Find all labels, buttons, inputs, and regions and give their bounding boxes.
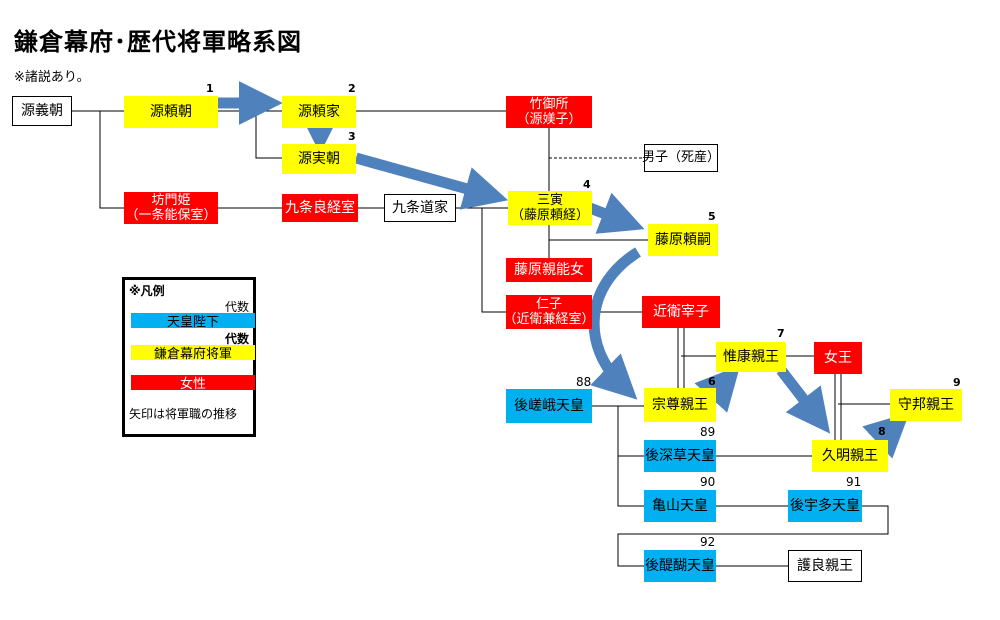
node-kujo-yoshitsune: 九条良経室 <box>282 194 358 222</box>
gen-number-3: 3 <box>348 130 356 143</box>
node-jinshi: 仁子 （近衛兼経室） <box>503 295 595 329</box>
node-mitora: 三寅 （藤原頼経） <box>508 191 592 225</box>
node-koreyasu: 惟康親王 <box>716 342 786 372</box>
legend-heading: ※凡例 <box>129 284 165 298</box>
gen-number-1: 1 <box>206 82 214 95</box>
node-go-fukakusa: 後深草天皇 <box>644 440 716 472</box>
node-take-gosho: 竹御所 （源媄子） <box>506 96 592 128</box>
gen-number-6: 6 <box>708 375 716 388</box>
emperor-number-90: 90 <box>700 475 716 489</box>
node-jinshi-line1: 仁子 <box>535 297 562 312</box>
node-jinshi-line2: （近衛兼経室） <box>503 312 595 327</box>
node-go-uda: 後宇多天皇 <box>788 490 862 522</box>
legend-shogun-swatch: 鎌倉幕府将軍 <box>131 345 255 362</box>
node-bomon-line1: 坊門姫 <box>151 193 191 208</box>
gen-number-4: 4 <box>583 178 591 191</box>
node-go-daigo: 後醍醐天皇 <box>644 550 716 582</box>
gen-number-5: 5 <box>708 210 716 223</box>
legend-arrow-note: 矢印は将軍職の推移 <box>129 407 238 421</box>
node-mitora-line2: （藤原頼経） <box>510 208 589 223</box>
node-sanetomo: 源実朝 <box>282 144 356 174</box>
node-moriyoshi: 護良親王 <box>788 550 862 582</box>
node-go-saga: 後嵯峨天皇 <box>506 389 592 423</box>
emperor-number-89: 89 <box>700 425 716 439</box>
gen-number-7: 7 <box>777 327 785 340</box>
gen-number-8: 8 <box>878 425 886 438</box>
legend-emperor-swatch: 天皇陛下 <box>131 313 255 330</box>
node-danshi: 男子（死産） <box>642 144 720 172</box>
node-morikuni: 守邦親王 <box>890 389 962 421</box>
legend-dai-label-2: 代数 <box>224 332 249 346</box>
node-yoshitomo: 源義朝 <box>12 96 72 126</box>
node-mitora-line1: 三寅 <box>536 193 563 208</box>
node-kujo-michiie: 九条道家 <box>384 194 456 222</box>
node-kameyama: 亀山天皇 <box>644 490 716 522</box>
legend-box: ※凡例 代数 天皇陛下 代数 鎌倉幕府将軍 女性 矢印は将軍職の推移 <box>122 277 256 437</box>
node-yoritsugu: 藤原頼嗣 <box>648 224 718 256</box>
node-bomon-line2: （一条能保室） <box>125 208 217 223</box>
legend-dai-label-1: 代数 <box>224 300 249 314</box>
emperor-number-88: 88 <box>576 375 592 389</box>
node-bomon-hime: 坊門姫 （一条能保室） <box>124 192 218 224</box>
gen-number-9: 9 <box>953 376 961 389</box>
legend-female-swatch: 女性 <box>131 375 255 392</box>
emperor-number-92: 92 <box>700 535 716 549</box>
node-nyoo: 女王 <box>814 342 862 374</box>
emperor-number-91: 91 <box>846 475 862 489</box>
note-text: ※諸説あり。 <box>14 70 90 85</box>
node-konoe-saishi: 近衛宰子 <box>642 296 720 328</box>
node-munetaka: 宗尊親王 <box>644 388 716 422</box>
node-take-line1: 竹御所 <box>529 97 569 112</box>
gen-number-2: 2 <box>348 82 356 95</box>
page-title: 鎌倉幕府･歴代将軍略系図 <box>14 28 302 56</box>
node-take-line2: （源媄子） <box>516 112 582 127</box>
node-hisaaki: 久明親王 <box>812 440 888 472</box>
node-chikayoshi-jo: 藤原親能女 <box>506 258 592 282</box>
node-yoriie: 源頼家 <box>282 96 356 128</box>
node-yoritomo: 源頼朝 <box>124 96 218 128</box>
